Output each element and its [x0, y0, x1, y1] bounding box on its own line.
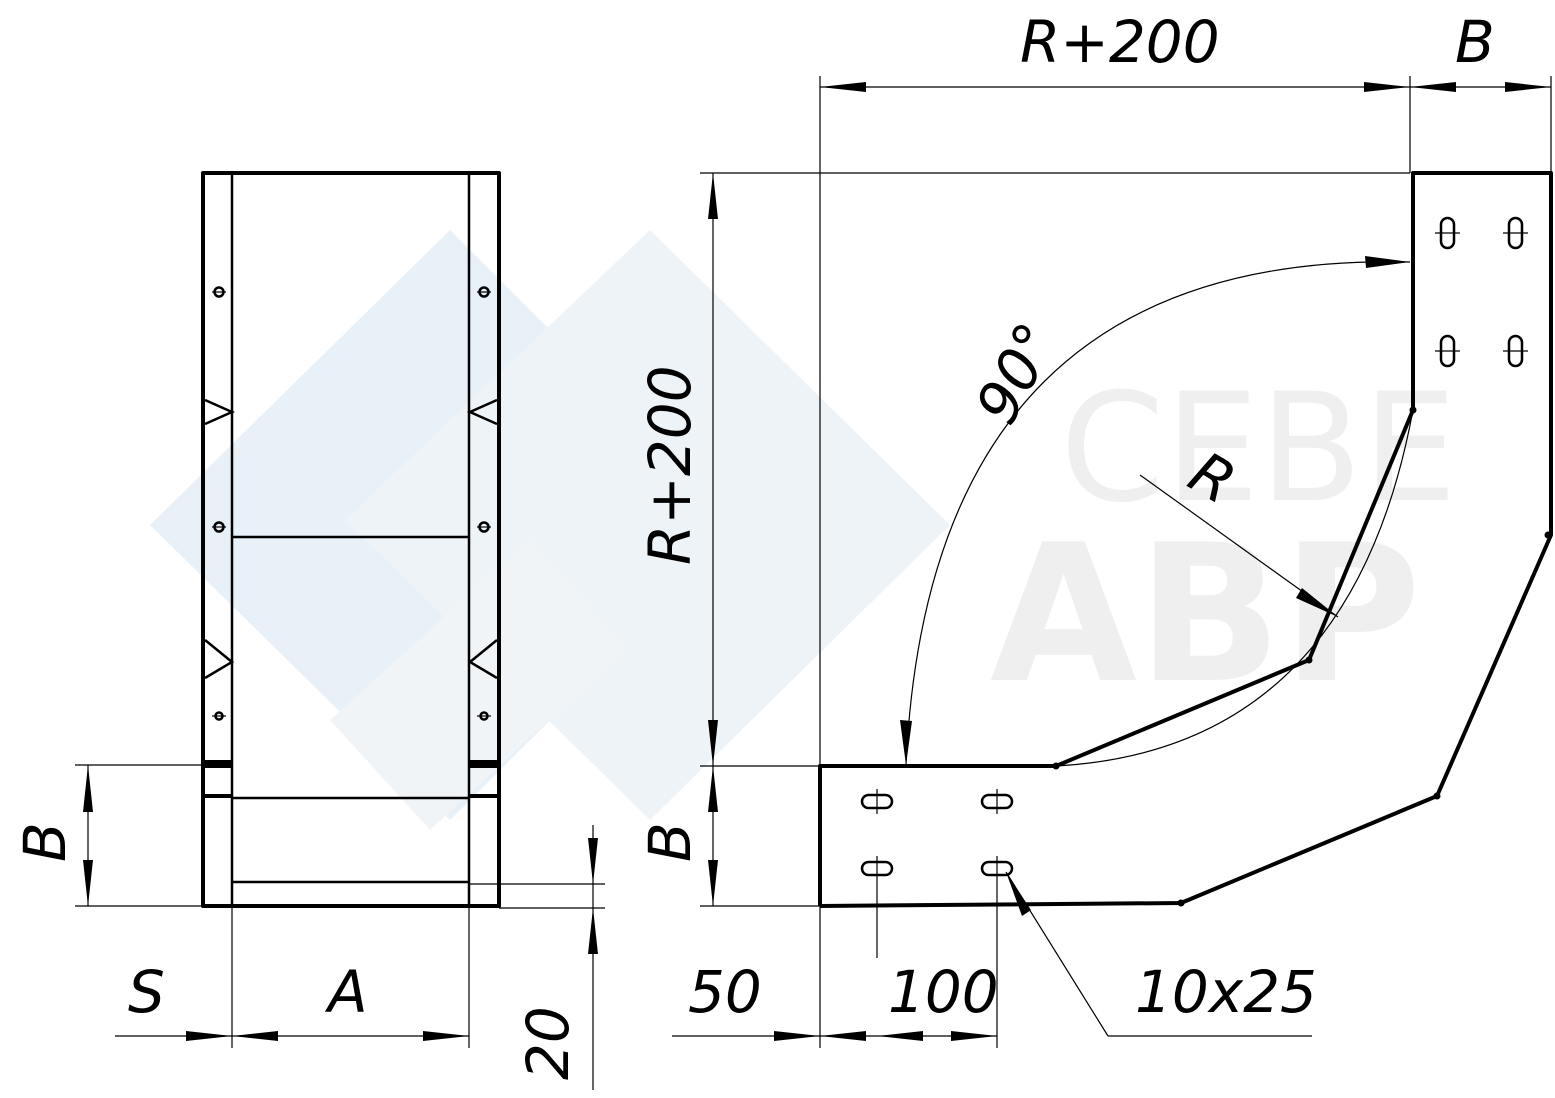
dim-100-label: 100 [888, 958, 999, 1026]
notch-right-1 [466, 398, 498, 426]
watermark-diamond-center [345, 230, 950, 820]
notch-left-1 [204, 398, 236, 426]
dim-b-left: B [11, 764, 203, 907]
dim-slot: 10x25 [1005, 871, 1317, 1037]
dim-b-top-label: B [1455, 8, 1495, 76]
notch-right-2 [467, 639, 498, 680]
dim-r200-side: R+200 B [636, 172, 1410, 907]
dim-angle-label: 90° [962, 312, 1070, 435]
watermark-line1: СЕВЕ [1060, 362, 1457, 536]
dim-r200-top-label: R+200 [1020, 8, 1220, 76]
dim-20-label: 20 [514, 1006, 582, 1080]
dim-s-label: S [128, 958, 165, 1026]
bolt-holes-right [477, 286, 491, 721]
slots-top-plate [1435, 216, 1528, 368]
inner-radius-arc [1055, 409, 1414, 767]
left-view: B S A 20 [11, 171, 605, 1090]
dim-b-side-label: B [636, 822, 704, 862]
dim-50-100: 50 100 [672, 906, 999, 1048]
dim-b-left-label: B [11, 822, 79, 862]
dim-r200-top: R+200 B [819, 8, 1552, 766]
notch-left-2 [204, 639, 235, 680]
dim-s-a: S A [115, 906, 470, 1048]
bolt-holes-left [212, 286, 226, 721]
right-strip [470, 760, 498, 768]
dim-a-label: A [324, 958, 368, 1026]
dim-50-label: 50 [688, 958, 762, 1026]
bend-outline-inner [818, 171, 1553, 908]
left-view-outline [201, 171, 501, 908]
watermark-diamond-bottom [330, 540, 625, 830]
slots-bottom-plate [860, 789, 1014, 1048]
watermark: СЕВЕ АВР [150, 230, 1457, 830]
dim-r200-side-label: R+200 [636, 365, 704, 565]
dim-20: 20 [469, 825, 605, 1090]
left-strip [204, 760, 232, 768]
watermark-line2: АВР [990, 504, 1421, 725]
vertex-dots [1052, 406, 1552, 907]
dim-slot-label: 10x25 [1135, 958, 1317, 1026]
